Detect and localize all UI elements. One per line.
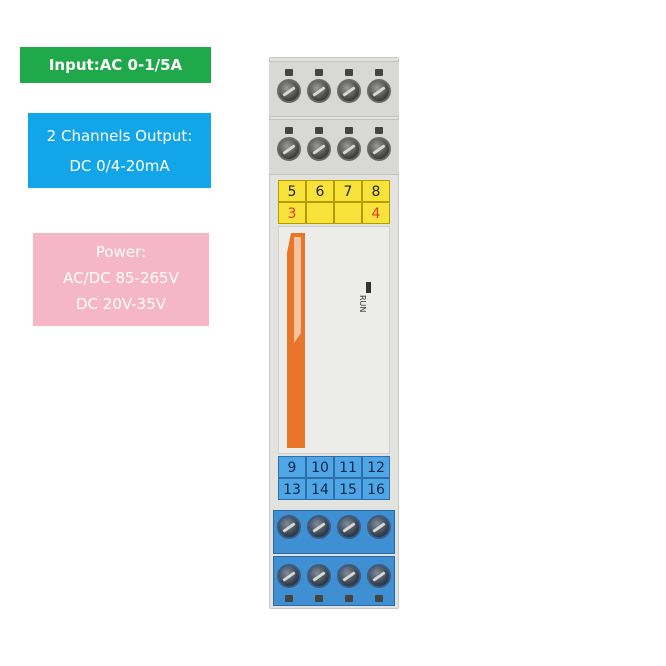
bottom-terminal-labels: 9 10 11 12 13 14 15 16: [278, 456, 390, 500]
bottom-screws-lower: [277, 564, 391, 588]
wire-slot: [285, 595, 293, 602]
terminal-screw[interactable]: [337, 137, 361, 161]
output-spec-line2: DC 0/4-20mA: [69, 157, 170, 175]
top-wire-slots-upper: [285, 69, 383, 76]
terminal-screw[interactable]: [307, 79, 331, 103]
bottom-screws-upper: [277, 515, 391, 539]
bottom-wire-slots: [285, 595, 383, 602]
terminal-label: 12: [362, 456, 390, 478]
terminal-screw[interactable]: [307, 137, 331, 161]
terminal-label: 7: [334, 180, 362, 202]
top-wire-slots-lower: [285, 127, 383, 134]
terminal-label: 5: [278, 180, 306, 202]
terminal-label: 6: [306, 180, 334, 202]
terminal-screw[interactable]: [367, 79, 391, 103]
brand-name: Acrel: [286, 363, 305, 407]
wire-slot: [345, 127, 353, 134]
power-spec-line2: AC/DC 85-265V: [63, 269, 179, 287]
wire-slot: [375, 595, 383, 602]
power-spec-line3: DC 20V-35V: [75, 295, 167, 313]
acrel-logo-icon: [287, 424, 297, 434]
run-led-label: RUN: [358, 295, 367, 313]
terminal-label: 9: [278, 456, 306, 478]
terminal-label: 15: [334, 478, 362, 500]
terminal-label: 13: [278, 478, 306, 500]
terminal-screw[interactable]: [307, 515, 331, 539]
terminal-screw[interactable]: [277, 79, 301, 103]
wire-slot: [375, 69, 383, 76]
terminal-label: 10: [306, 456, 334, 478]
terminal-label: [334, 202, 362, 224]
terminal-label: [306, 202, 334, 224]
terminal-screw[interactable]: [277, 137, 301, 161]
output-spec-line1: 2 Channels Output:: [46, 127, 193, 145]
wire-slot: [315, 595, 323, 602]
wire-slot: [285, 127, 293, 134]
terminal-screw[interactable]: [367, 137, 391, 161]
terminal-label: 8: [362, 180, 390, 202]
wire-slot: [315, 69, 323, 76]
run-led-icon: [366, 282, 371, 293]
top-screws-upper: [277, 79, 391, 103]
output-spec-badge: 2 Channels Output: DC 0/4-20mA: [28, 113, 211, 188]
transmitter-device: 5 6 7 8 3 4 Acrel RUN 9 10 11 12 13 14 1…: [269, 57, 399, 609]
wire-slot: [345, 595, 353, 602]
top-terminal-labels: 5 6 7 8 3 4: [278, 180, 390, 224]
front-panel: Acrel RUN: [278, 226, 390, 454]
terminal-label: 4: [362, 202, 390, 224]
wire-slot: [285, 69, 293, 76]
terminal-label: 16: [362, 478, 390, 500]
terminal-label: 3: [278, 202, 306, 224]
top-screws-lower: [277, 137, 391, 161]
power-spec-badge: Power: AC/DC 85-265V DC 20V-35V: [33, 233, 209, 326]
input-spec-badge: Input:AC 0-1/5A: [20, 47, 211, 83]
terminal-label: 11: [334, 456, 362, 478]
terminal-screw[interactable]: [277, 564, 301, 588]
terminal-screw[interactable]: [337, 515, 361, 539]
terminal-screw[interactable]: [367, 564, 391, 588]
wire-slot: [345, 69, 353, 76]
terminal-screw[interactable]: [337, 79, 361, 103]
power-spec-line1: Power:: [95, 243, 147, 261]
terminal-screw[interactable]: [337, 564, 361, 588]
input-spec-text: Input:AC 0-1/5A: [48, 56, 183, 74]
terminal-label: 14: [306, 478, 334, 500]
orange-stripe-decoration: [287, 233, 305, 448]
wire-slot: [375, 127, 383, 134]
terminal-screw[interactable]: [277, 515, 301, 539]
wire-slot: [315, 127, 323, 134]
terminal-screw[interactable]: [367, 515, 391, 539]
terminal-screw[interactable]: [307, 564, 331, 588]
